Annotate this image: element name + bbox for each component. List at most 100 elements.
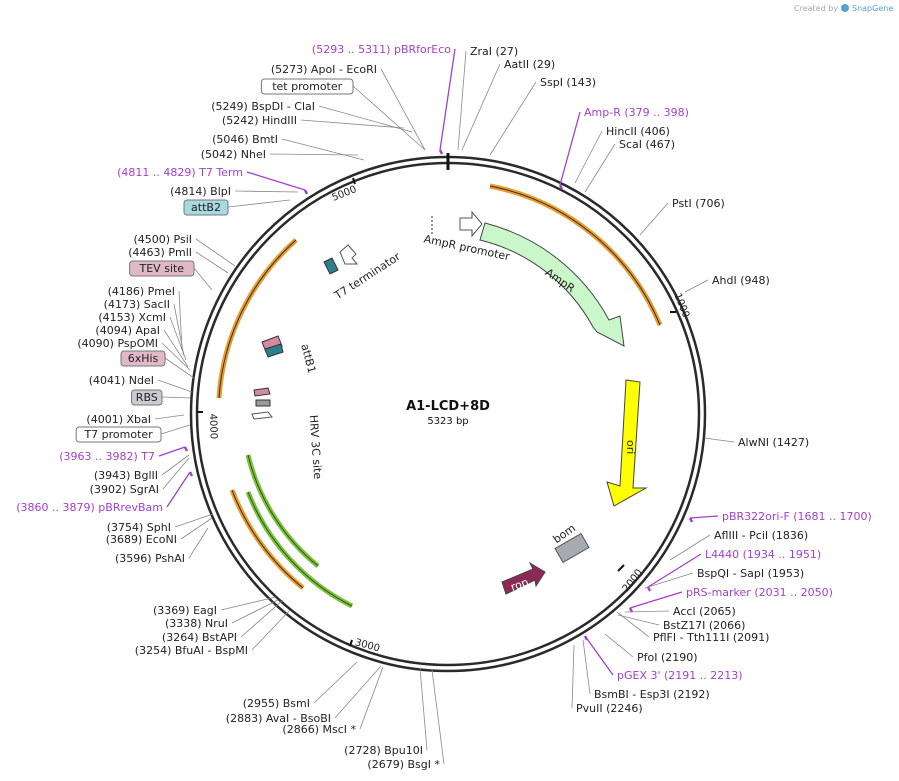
svg-text:PfoI (2190): PfoI (2190) — [637, 651, 698, 664]
svg-text:PvuII (2246): PvuII (2246) — [576, 702, 643, 715]
site-callout: AhdI (948) — [684, 274, 770, 293]
svg-text:(4090) PspOMI: (4090) PspOMI — [77, 337, 158, 350]
site-callout: L4440 (1934 .. 1951) — [646, 548, 821, 592]
svg-text:RBS: RBS — [136, 391, 158, 404]
green-arcs — [245, 454, 354, 609]
site-callouts: ZraI (27)AatII (29)SspI (143)Amp-R (379 … — [16, 43, 872, 771]
svg-text:AlwNI (1427): AlwNI (1427) — [738, 436, 809, 449]
site-callout: (4173) SacII — [104, 298, 185, 357]
svg-text:T7 promoter: T7 promoter — [83, 428, 153, 441]
svg-text:(3963 .. 3982) T7: (3963 .. 3982) T7 — [59, 450, 155, 463]
site-callout: pGEX 3' (2191 .. 2213) — [583, 635, 743, 682]
site-callout: (3943) BglII — [94, 454, 190, 482]
svg-text:(3689) EcoNI: (3689) EcoNI — [106, 533, 177, 546]
site-callout: PstI (706) — [639, 197, 725, 236]
svg-text:(5249) BspDI - ClaI: (5249) BspDI - ClaI — [211, 100, 315, 113]
site-callout: (4814) BlpI — [170, 185, 299, 198]
svg-text:(3943) BglII: (3943) BglII — [94, 469, 158, 482]
site-callout: (5046) BmtI — [212, 133, 365, 161]
site-callout: (4094) ApaI — [95, 324, 189, 368]
site-callout: (3689) EcoNI — [106, 517, 213, 546]
svg-text:AflIII - PciI (1836): AflIII - PciI (1836) — [714, 529, 808, 542]
ori-feature: ori — [606, 379, 648, 507]
svg-text:(3254) BfuAI - BspMI: (3254) BfuAI - BspMI — [135, 644, 248, 657]
site-callout: pBR322ori-F (1681 .. 1700) — [688, 510, 872, 523]
svg-text:L4440 (1934 .. 1951): L4440 (1934 .. 1951) — [705, 548, 821, 561]
site-callout: (4041) NdeI — [89, 374, 193, 393]
site-callout: Amp-R (379 .. 398) — [558, 106, 689, 190]
attb1-label: attB1 — [298, 342, 318, 374]
svg-text:BspQI - SapI (1953): BspQI - SapI (1953) — [697, 567, 804, 580]
svg-text:(3369) EagI: (3369) EagI — [153, 604, 217, 617]
svg-text:(4186) PmeI: (4186) PmeI — [108, 285, 175, 298]
bom-feature: bom — [551, 521, 590, 564]
site-callout: (2883) AvaI - BsoBI — [226, 665, 382, 725]
site-callout: (3860 .. 3879) pBRrevBam — [16, 471, 194, 514]
rop-feature: rop — [501, 561, 546, 595]
svg-text:pGEX 3' (2191 .. 2213): pGEX 3' (2191 .. 2213) — [617, 669, 743, 682]
t7-terminator-feature: T7 terminator — [323, 244, 403, 303]
site-callout: RBS — [131, 389, 191, 406]
plasmid-backbone — [189, 153, 707, 673]
site-callout: (5249) BspDI - ClaI — [211, 100, 413, 133]
site-callout: (4500) PsiI — [133, 233, 236, 267]
site-callout: (3338) NruI — [165, 599, 279, 630]
site-callout: (5293 .. 5311) pBRforEco — [312, 43, 456, 155]
svg-text:PstI (706): PstI (706) — [672, 197, 725, 210]
svg-text:(3902) SgrAI: (3902) SgrAI — [90, 483, 159, 496]
svg-text:(4500) PsiI: (4500) PsiI — [133, 233, 192, 246]
ori-label: ori — [624, 440, 637, 454]
svg-text:TEV site: TEV site — [139, 262, 185, 275]
tick-2000: 2000 — [621, 567, 645, 594]
svg-text:6xHis: 6xHis — [128, 352, 159, 365]
site-callout: 6xHis — [120, 350, 195, 379]
site-callout: PvuII (2246) — [571, 644, 643, 715]
site-callout: (3254) BfuAI - BspMI — [135, 609, 291, 657]
svg-text:(2679) BsgI *: (2679) BsgI * — [367, 758, 440, 771]
svg-text:(4153) XcmI: (4153) XcmI — [98, 311, 166, 324]
site-callout: BsmBI - Esp3I (2192) — [582, 639, 710, 701]
plasmid-size: 5323 bp — [427, 416, 468, 427]
svg-text:(4094) ApaI: (4094) ApaI — [95, 324, 160, 337]
site-callout: (3369) EagI — [153, 596, 277, 617]
site-callout: AccI (2065) — [624, 605, 736, 618]
svg-text:(4463) PmlI: (4463) PmlI — [128, 246, 192, 259]
site-callout: SspI (143) — [489, 76, 596, 156]
svg-text:(4041) NdeI: (4041) NdeI — [89, 374, 154, 387]
site-callout: AlwNI (1427) — [703, 436, 809, 449]
hrv-feature: HRV 3C site — [251, 387, 324, 480]
svg-text:ScaI (467): ScaI (467) — [619, 138, 675, 151]
orange-arcs — [216, 183, 663, 590]
svg-text:ZraI (27): ZraI (27) — [470, 45, 518, 58]
svg-text:AhdI (948): AhdI (948) — [712, 274, 770, 287]
svg-text:tet promoter: tet promoter — [272, 80, 342, 93]
site-callout: (3264) BstAPI — [162, 599, 284, 644]
svg-text:AccI (2065): AccI (2065) — [673, 605, 736, 618]
rop-label: rop — [509, 576, 530, 594]
site-callout: (5042) NheI — [201, 148, 359, 161]
site-callout: (5273) ApoI - EcoRI — [271, 63, 426, 151]
svg-text:HincII (406): HincII (406) — [606, 125, 670, 138]
svg-text:(2866) MscI *: (2866) MscI * — [282, 723, 356, 736]
site-callout: ScaI (467) — [584, 138, 675, 193]
svg-text:(3860 .. 3879) pBRrevBam: (3860 .. 3879) pBRrevBam — [16, 501, 163, 514]
tick-4000: 4000 — [207, 414, 219, 440]
svg-text:(5042) NheI: (5042) NheI — [201, 148, 266, 161]
site-callout: (4001) XbaI — [86, 413, 185, 426]
site-callout: (4811 .. 4829) T7 Term — [117, 166, 309, 195]
svg-text:(5293 .. 5311) pBRforEco: (5293 .. 5311) pBRforEco — [312, 43, 451, 56]
site-callout: (4090) PspOMI — [77, 337, 191, 371]
watermark-text: Created by — [794, 4, 838, 13]
site-callout: (3596) PshAI — [115, 527, 209, 565]
site-callout: (2955) BsmI — [243, 661, 358, 710]
attb1-feature: attB1 — [261, 335, 318, 375]
svg-text:(3338) NruI: (3338) NruI — [165, 617, 228, 630]
site-callout: (2679) BsgI * — [367, 669, 445, 771]
svg-text:(3264) BstAPI: (3264) BstAPI — [162, 631, 237, 644]
svg-text:pRS-marker (2031 .. 2050): pRS-marker (2031 .. 2050) — [686, 586, 833, 599]
svg-text:(3596) PshAI: (3596) PshAI — [115, 552, 185, 565]
site-callout: tet promoter — [260, 78, 426, 151]
svg-text:Amp-R (379 .. 398): Amp-R (379 .. 398) — [584, 106, 689, 119]
site-callout: (3902) SgrAI — [90, 457, 190, 496]
